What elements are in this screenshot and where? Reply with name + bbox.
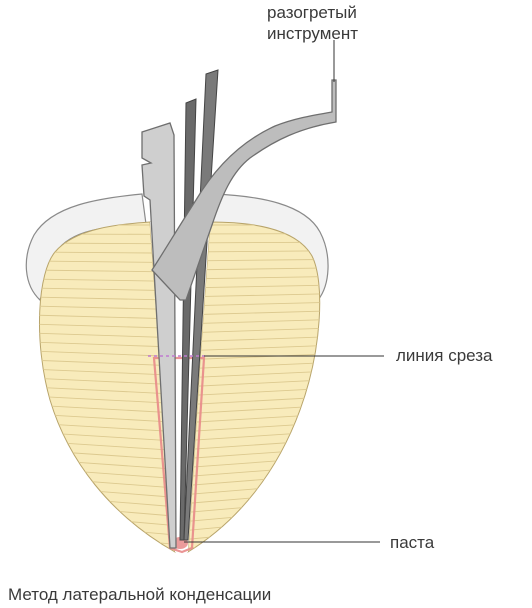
dentin-stripe <box>39 332 175 339</box>
dentin-stripe <box>39 404 175 414</box>
label-cut-line: линия среза <box>396 346 493 365</box>
label-heated-instrument-line2: инструмент <box>267 24 359 43</box>
label-heated-instrument-line1: разогретый <box>267 3 357 22</box>
dentin-stripe <box>188 293 320 298</box>
dentin-stripe <box>39 395 175 405</box>
dentin-stripe <box>39 548 175 552</box>
caption: Метод латеральной конденсации <box>8 585 272 604</box>
master-point <box>141 122 177 549</box>
heated-instrument <box>151 79 337 301</box>
label-heated-instrument: разогретый инструмент <box>267 2 358 44</box>
dentin-right <box>187 221 321 553</box>
dentin-stripe <box>188 327 320 334</box>
dentin-stripe <box>39 296 175 301</box>
dentin-stripe <box>39 323 175 329</box>
dentin-stripe <box>188 319 320 325</box>
dentin-stripe <box>39 539 175 552</box>
label-paste: паста <box>390 533 435 552</box>
dentin-stripe <box>188 310 320 316</box>
dentin-stripe <box>39 314 175 320</box>
dentin-stripe <box>39 386 175 395</box>
dentin-stripe <box>188 379 320 388</box>
dentin-stripe <box>30 558 180 573</box>
dentin-stripe <box>188 387 320 397</box>
dentin-stripe <box>39 305 175 311</box>
dentin-stripe <box>188 301 320 307</box>
dentin-stripe <box>188 344 320 352</box>
dentin-stripe <box>188 336 320 343</box>
dentin-stripe <box>188 370 320 379</box>
dentin-stripe <box>39 341 175 348</box>
dentin-stripe <box>39 377 175 386</box>
dentin-stripe <box>188 362 320 370</box>
dentin-stripe <box>188 542 320 552</box>
